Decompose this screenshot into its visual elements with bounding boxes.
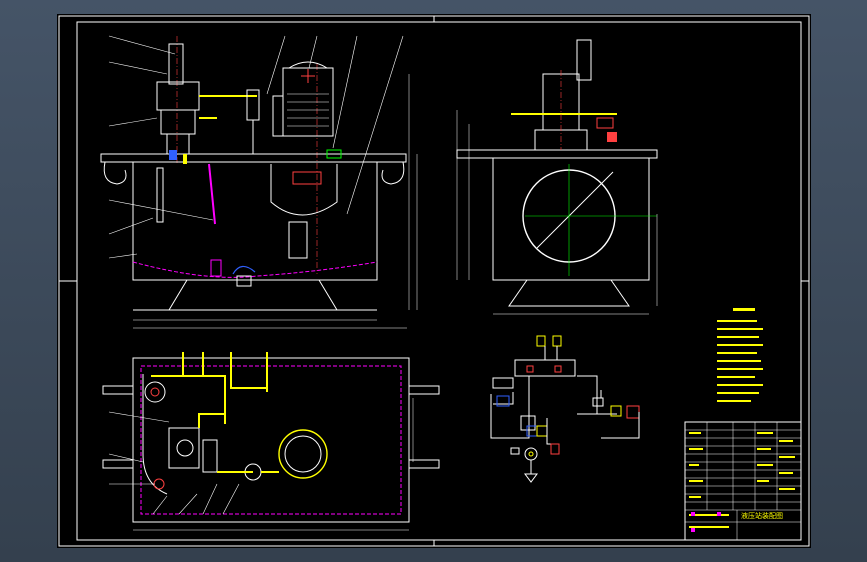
schem-port-b <box>552 335 562 347</box>
blue-fitting <box>169 150 177 160</box>
side-valve-2 <box>607 132 617 142</box>
top-lug-left-2 <box>102 459 134 469</box>
side-base <box>508 279 630 307</box>
top-valve-port <box>176 439 194 457</box>
top-inner-outline <box>140 365 402 515</box>
top-filler-center <box>150 387 160 397</box>
schem-gauge <box>610 405 622 417</box>
top-filler-cap <box>144 381 166 403</box>
schem-yellow-valve <box>536 425 548 437</box>
front-leaders <box>108 35 404 259</box>
schem-valve-mark-2 <box>554 365 562 373</box>
schem-check <box>510 447 520 455</box>
top-valve-block <box>168 427 200 469</box>
yellow-fitting <box>183 154 187 164</box>
title-block[interactable]: 液压站装配图 <box>684 421 802 541</box>
drain-plug <box>236 275 252 287</box>
front-dimensions <box>133 74 418 329</box>
top-motor-inner <box>284 435 322 473</box>
top-pipes <box>151 352 279 473</box>
top-return-line <box>142 374 168 495</box>
return-filter <box>210 259 222 277</box>
schem-pump-center <box>528 451 534 457</box>
schem-directional-valve <box>514 359 576 377</box>
top-lug-left-1 <box>102 385 134 395</box>
technical-notes <box>717 308 763 402</box>
motor-flange <box>272 95 284 137</box>
drawing-title: 液压站装配图 <box>741 511 783 520</box>
cover-diag <box>536 171 614 249</box>
schem-solenoid <box>496 395 510 407</box>
top-leaders <box>108 411 240 515</box>
bell-housing <box>270 164 338 216</box>
level-gauge <box>156 167 164 223</box>
check-valve <box>160 109 196 135</box>
pressure-gauge-column <box>168 43 184 85</box>
drawing-sheet[interactable]: 液压站装配图 <box>57 14 811 548</box>
schem-port-a <box>536 335 546 347</box>
title-block-cells <box>689 432 795 528</box>
title-block-grid <box>685 422 801 540</box>
top-view[interactable] <box>102 352 440 531</box>
title-block-frame <box>684 421 802 541</box>
schem-valve-left <box>492 377 514 389</box>
pump-coupling <box>292 171 322 185</box>
side-view[interactable] <box>456 39 658 315</box>
top-dimensions <box>133 398 414 531</box>
front-view[interactable] <box>100 35 418 329</box>
top-motor-circle <box>278 429 328 479</box>
top-fitting-red <box>153 478 165 490</box>
top-check-valve <box>202 439 218 473</box>
schem-filter <box>524 473 538 483</box>
hydraulic-schematic[interactable] <box>490 335 640 483</box>
valve-block <box>156 81 200 111</box>
notes-text-rows <box>717 308 763 402</box>
schem-valve-mark-1 <box>526 365 534 373</box>
schem-pump <box>524 447 538 461</box>
top-lug-right-1 <box>408 385 440 395</box>
top-lug-right-2 <box>408 459 440 469</box>
motor-fan-cover <box>288 61 328 69</box>
drawing-frame <box>58 15 810 547</box>
relief-valve <box>166 133 190 155</box>
drawing-canvas[interactable]: 液压站装配图 <box>57 14 811 548</box>
front-centerlines <box>176 36 318 274</box>
accumulator <box>246 89 260 121</box>
schem-pressure-switch <box>550 443 560 455</box>
drain-valve <box>232 265 256 275</box>
side-tank <box>492 157 650 281</box>
schem-red-valve <box>626 405 640 419</box>
side-valve <box>596 117 614 129</box>
lifting-hook-left <box>103 161 127 185</box>
green-fitting <box>326 149 342 159</box>
suction-filter <box>288 221 308 259</box>
schem-accumulator <box>592 397 604 407</box>
schem-relief-valve <box>520 415 536 431</box>
tank-inner-bottom <box>132 261 378 278</box>
tank-base-stand <box>168 279 338 311</box>
frame-center-marks <box>59 16 809 546</box>
top-tank-outline <box>132 357 410 523</box>
return-pipe <box>208 163 216 225</box>
side-lid <box>456 149 658 159</box>
lifting-hook-right <box>381 161 405 185</box>
side-column <box>576 39 592 81</box>
tank-body <box>132 161 378 281</box>
title-block-marks <box>691 512 721 532</box>
side-dimensions <box>456 110 658 315</box>
tank-lid <box>100 153 407 163</box>
motor-fins <box>287 93 329 127</box>
